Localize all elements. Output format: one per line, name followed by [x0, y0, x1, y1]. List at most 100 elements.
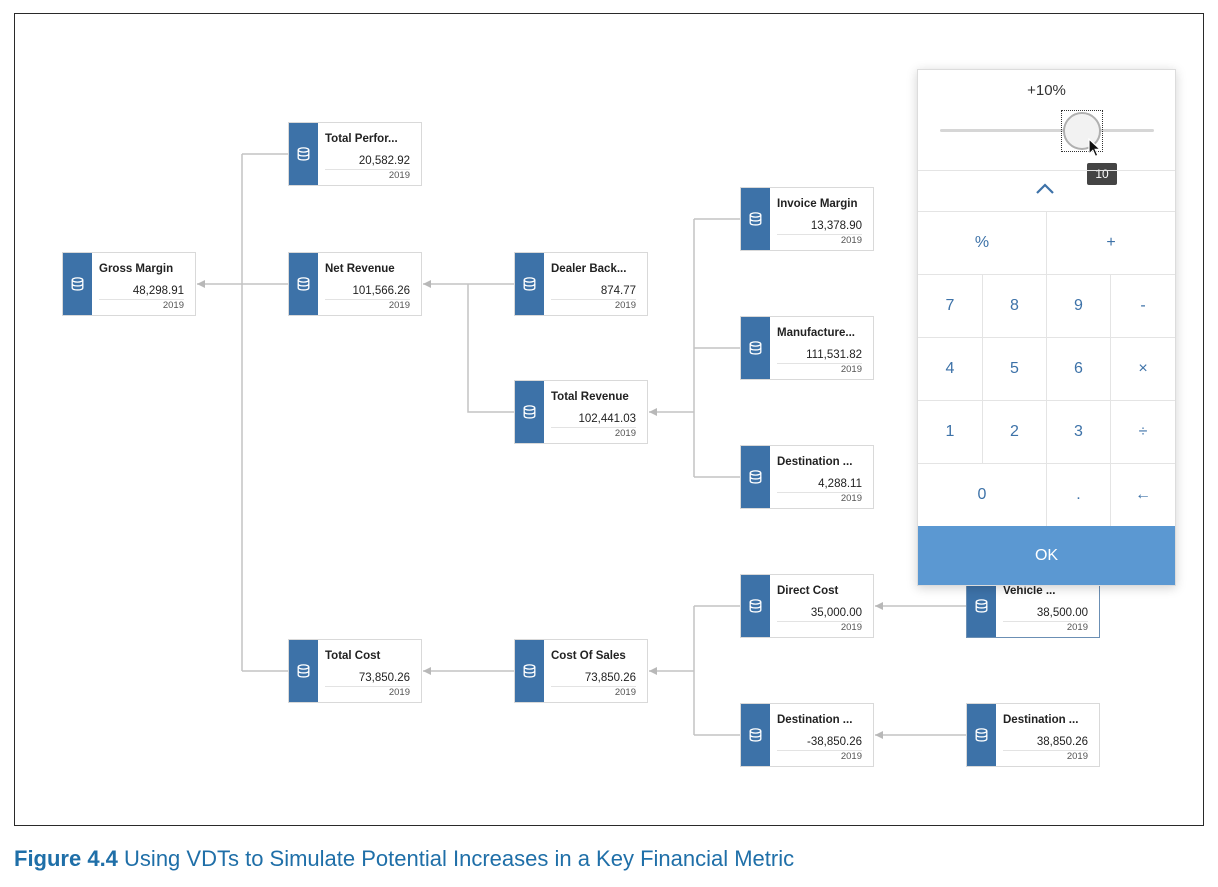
ok-button[interactable]: OK [918, 526, 1175, 585]
database-icon [297, 277, 310, 291]
node-value: 874.77 [551, 285, 636, 300]
node-strip [741, 188, 770, 250]
percent-slider-track[interactable] [940, 129, 1154, 132]
node-value: 20,582.92 [325, 155, 410, 170]
node-strip [515, 253, 544, 315]
key-4[interactable]: 4 [918, 338, 983, 401]
node-strip [967, 704, 996, 766]
node-strip [741, 704, 770, 766]
node-year: 2019 [162, 300, 184, 311]
figure-caption: Figure 4.4 Using VDTs to Simulate Potent… [14, 846, 794, 872]
node-year: 2019 [840, 751, 862, 762]
node-direct-cost[interactable]: Direct Cost 35,000.00 2019 [740, 574, 874, 638]
arrowhead-cost-of-sales [649, 667, 657, 675]
database-icon [297, 664, 310, 678]
node-value: 48,298.91 [99, 285, 184, 300]
node-title: Total Revenue [551, 391, 629, 403]
node-total-revenue[interactable]: Total Revenue 102,441.03 2019 [514, 380, 648, 444]
key-minus[interactable]: - [1111, 275, 1175, 338]
arrowhead-total-revenue [649, 408, 657, 416]
database-icon [297, 147, 310, 161]
percent-slider-thumb[interactable] [1063, 112, 1101, 150]
database-icon [523, 664, 536, 678]
node-year: 2019 [840, 622, 862, 633]
node-strip [515, 381, 544, 443]
node-year: 2019 [388, 300, 410, 311]
database-icon [749, 341, 762, 355]
connector-total-performance [241, 153, 288, 671]
database-icon [975, 599, 988, 613]
node-year: 2019 [388, 170, 410, 181]
node-title: Cost Of Sales [551, 650, 626, 662]
figure-caption-text: Using VDTs to Simulate Potential Increas… [124, 846, 795, 871]
node-value: 38,500.00 [1003, 607, 1088, 622]
key-backspace[interactable]: ← [1135, 486, 1151, 503]
key-5[interactable]: 5 [983, 338, 1047, 401]
node-value: 101,566.26 [325, 285, 410, 300]
key-6[interactable]: 6 [1047, 338, 1111, 401]
database-icon [523, 405, 536, 419]
database-icon [749, 212, 762, 226]
node-destination-3[interactable]: Destination ... 38,850.26 2019 [966, 703, 1100, 767]
node-cost-of-sales[interactable]: Cost Of Sales 73,850.26 2019 [514, 639, 648, 703]
node-destination-1[interactable]: Destination ... 4,288.11 2019 [740, 445, 874, 509]
node-invoice-margin[interactable]: Invoice Margin 13,378.90 2019 [740, 187, 874, 251]
value-simulation-popover: +10% 10 % + 7 8 9 - 4 5 6 × 1 2 3 ÷ 0 . … [917, 69, 1176, 586]
key-divide[interactable]: ÷ [1111, 401, 1175, 464]
node-dealer-back[interactable]: Dealer Back... 874.77 2019 [514, 252, 648, 316]
node-value: 111,531.82 [777, 349, 862, 364]
database-icon [523, 277, 536, 291]
chevron-up-icon[interactable] [1034, 182, 1056, 196]
node-year: 2019 [1066, 751, 1088, 762]
key-3[interactable]: 3 [1047, 401, 1111, 464]
node-title: Total Cost [325, 650, 381, 662]
key-multiply[interactable]: × [1111, 338, 1175, 401]
node-value: 4,288.11 [777, 478, 862, 493]
key-1[interactable]: 1 [918, 401, 983, 464]
node-value: 35,000.00 [777, 607, 862, 622]
node-strip [741, 317, 770, 379]
arrowhead-direct-cost [875, 602, 883, 610]
node-strip [515, 640, 544, 702]
database-icon [71, 277, 84, 291]
node-year: 2019 [1066, 622, 1088, 633]
node-title: Destination ... [1003, 714, 1079, 726]
key-7[interactable]: 7 [918, 275, 983, 338]
node-gross-margin[interactable]: Gross Margin 48,298.91 2019 [62, 252, 196, 316]
node-title: Destination ... [777, 714, 853, 726]
arrowhead-net-revenue [423, 280, 431, 288]
node-title: Dealer Back... [551, 263, 627, 275]
node-destination-2[interactable]: Destination ... -38,850.26 2019 [740, 703, 874, 767]
node-value: 13,378.90 [777, 220, 862, 235]
connector-lines [197, 153, 966, 739]
node-manufacturer[interactable]: Manufacture... 111,531.82 2019 [740, 316, 874, 380]
node-title: Manufacture... [777, 327, 855, 339]
key-2[interactable]: 2 [983, 401, 1047, 464]
percent-change-label: +10% [1027, 82, 1066, 99]
node-year: 2019 [840, 493, 862, 504]
node-title: Gross Margin [99, 263, 174, 275]
node-total-performance[interactable]: Total Perfor... 20,582.92 2019 [288, 122, 422, 186]
arrowhead-total-cost [423, 667, 431, 675]
key-plus[interactable]: + [1047, 212, 1175, 275]
arrowhead-destination-2 [875, 731, 883, 739]
node-title: Vehicle ... [1003, 585, 1056, 597]
key-8[interactable]: 8 [983, 275, 1047, 338]
key-0[interactable]: 0 [918, 464, 1047, 526]
key-9[interactable]: 9 [1047, 275, 1111, 338]
node-title: Destination ... [777, 456, 853, 468]
node-value: 73,850.26 [551, 672, 636, 687]
node-total-cost[interactable]: Total Cost 73,850.26 2019 [288, 639, 422, 703]
node-net-revenue[interactable]: Net Revenue 101,566.26 2019 [288, 252, 422, 316]
row-divider [918, 170, 1175, 171]
node-year: 2019 [840, 235, 862, 246]
node-title: Net Revenue [325, 263, 395, 275]
key-percent[interactable]: % [918, 212, 1047, 275]
node-value: 38,850.26 [1003, 736, 1088, 751]
node-title: Invoice Margin [777, 198, 858, 210]
key-decimal[interactable]: . [1047, 464, 1111, 526]
node-strip [63, 253, 92, 315]
connector-cost-children [649, 605, 740, 736]
node-strip [289, 253, 318, 315]
database-icon [749, 728, 762, 742]
